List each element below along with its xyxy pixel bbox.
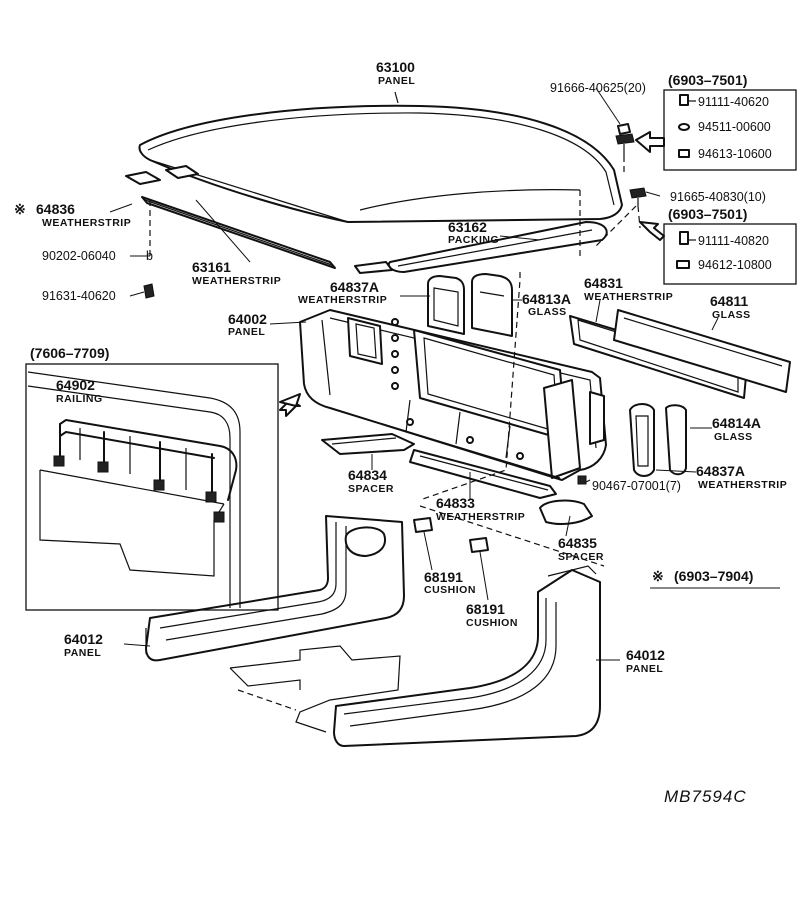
roof-panel — [125, 91, 623, 223]
upper-window-glass — [427, 273, 513, 337]
packing-strip — [354, 221, 608, 274]
label-64833-num: 64833 — [436, 495, 475, 511]
label-64834-num: 64834 — [348, 467, 387, 483]
label-64002-cap: PANEL — [228, 326, 265, 338]
weatherstrip-front — [141, 196, 336, 269]
label-64834-cap: SPACER — [348, 483, 394, 495]
lower-panels — [145, 515, 601, 747]
label-64837a-upper-cap: WEATHERSTRIP — [298, 294, 387, 306]
label-64835-cap: SPACER — [558, 551, 604, 563]
label-64831-num: 64831 — [584, 275, 623, 291]
label-64833-cap: WEATHERSTRIP — [436, 511, 525, 523]
label-64837a-upper-num: 64837A — [330, 279, 379, 295]
label-64002-num: 64002 — [228, 311, 267, 327]
label-68191-b-num: 68191 — [466, 601, 505, 617]
side-small-glass — [629, 403, 687, 477]
inset-title: (7606–7709) — [30, 345, 109, 361]
label-64814a-num: 64814A — [712, 415, 761, 431]
label-64814a-cap: GLASS — [714, 431, 753, 443]
group-a-title: (6903–7501) — [668, 72, 747, 88]
label-63162-cap: PACKING — [448, 234, 499, 246]
label-64811-num: 64811 — [710, 293, 748, 309]
label-63100-cap: PANEL — [378, 75, 415, 87]
label-64837a-lower-cap: WEATHERSTRIP — [698, 479, 787, 491]
label-90202-suffix: b — [146, 249, 153, 263]
group-a-item-2: 94511-00600 — [698, 120, 771, 134]
group-box-a — [663, 89, 797, 171]
label-63100-num: 63100 — [376, 59, 415, 75]
hardware — [143, 123, 665, 485]
label-91631: 91631-40620 — [42, 289, 116, 303]
label-90467: 90467-07001(7) — [592, 479, 681, 493]
group-b-title: (6903–7501) — [668, 206, 747, 222]
group-a-item-1: 91111-40620 — [698, 95, 769, 109]
note-mark: ※ — [652, 568, 664, 584]
label-64813a-num: 64813A — [522, 291, 571, 307]
label-64835-num: 64835 — [558, 535, 597, 551]
label-63161-cap: WEATHERSTRIP — [192, 275, 281, 287]
label-64836-cap: WEATHERSTRIP — [42, 217, 131, 229]
label-64813a-cap: GLASS — [528, 306, 567, 318]
group-b-item-1: 91111-40820 — [698, 234, 769, 248]
label-64831-cap: WEATHERSTRIP — [584, 291, 673, 303]
group-b-item-2: 94612-10800 — [698, 258, 772, 272]
label-64837a-lower-num: 64837A — [696, 463, 745, 479]
group-box-b — [663, 223, 797, 285]
label-68191-b-cap: CUSHION — [466, 617, 518, 629]
label-64836-num: 64836 — [36, 201, 75, 217]
rear-window-glass — [569, 309, 791, 399]
group-a-item-3: 94613-10600 — [698, 147, 772, 161]
label-68191-a-num: 68191 — [424, 569, 463, 585]
label-63161-num: 63161 — [192, 259, 231, 275]
floor-spacers — [321, 433, 593, 525]
label-63162-num: 63162 — [448, 219, 487, 235]
label-64012-left-num: 64012 — [64, 631, 103, 647]
label-64902-cap: RAILING — [56, 393, 103, 405]
leader-lines — [109, 87, 719, 711]
label-64012-right-num: 64012 — [626, 647, 665, 663]
label-64012-left-cap: PANEL — [64, 647, 101, 659]
label-91666: 91666-40625(20) — [550, 81, 646, 95]
railing-inset — [25, 363, 301, 611]
label-68191-a-cap: CUSHION — [424, 584, 476, 596]
note-text: (6903–7904) — [674, 568, 753, 584]
drawing-code: MB7594C — [664, 787, 747, 806]
label-64836-mark: ※ — [14, 201, 26, 217]
label-90202: 90202-06040 — [42, 249, 116, 263]
label-64902-num: 64902 — [56, 377, 95, 393]
label-91665: 91665-40830(10) — [670, 190, 766, 204]
rear-panel — [299, 309, 607, 481]
label-64811-cap: GLASS — [712, 309, 751, 321]
group-box-hardware — [676, 94, 696, 269]
label-64012-right-cap: PANEL — [626, 663, 663, 675]
